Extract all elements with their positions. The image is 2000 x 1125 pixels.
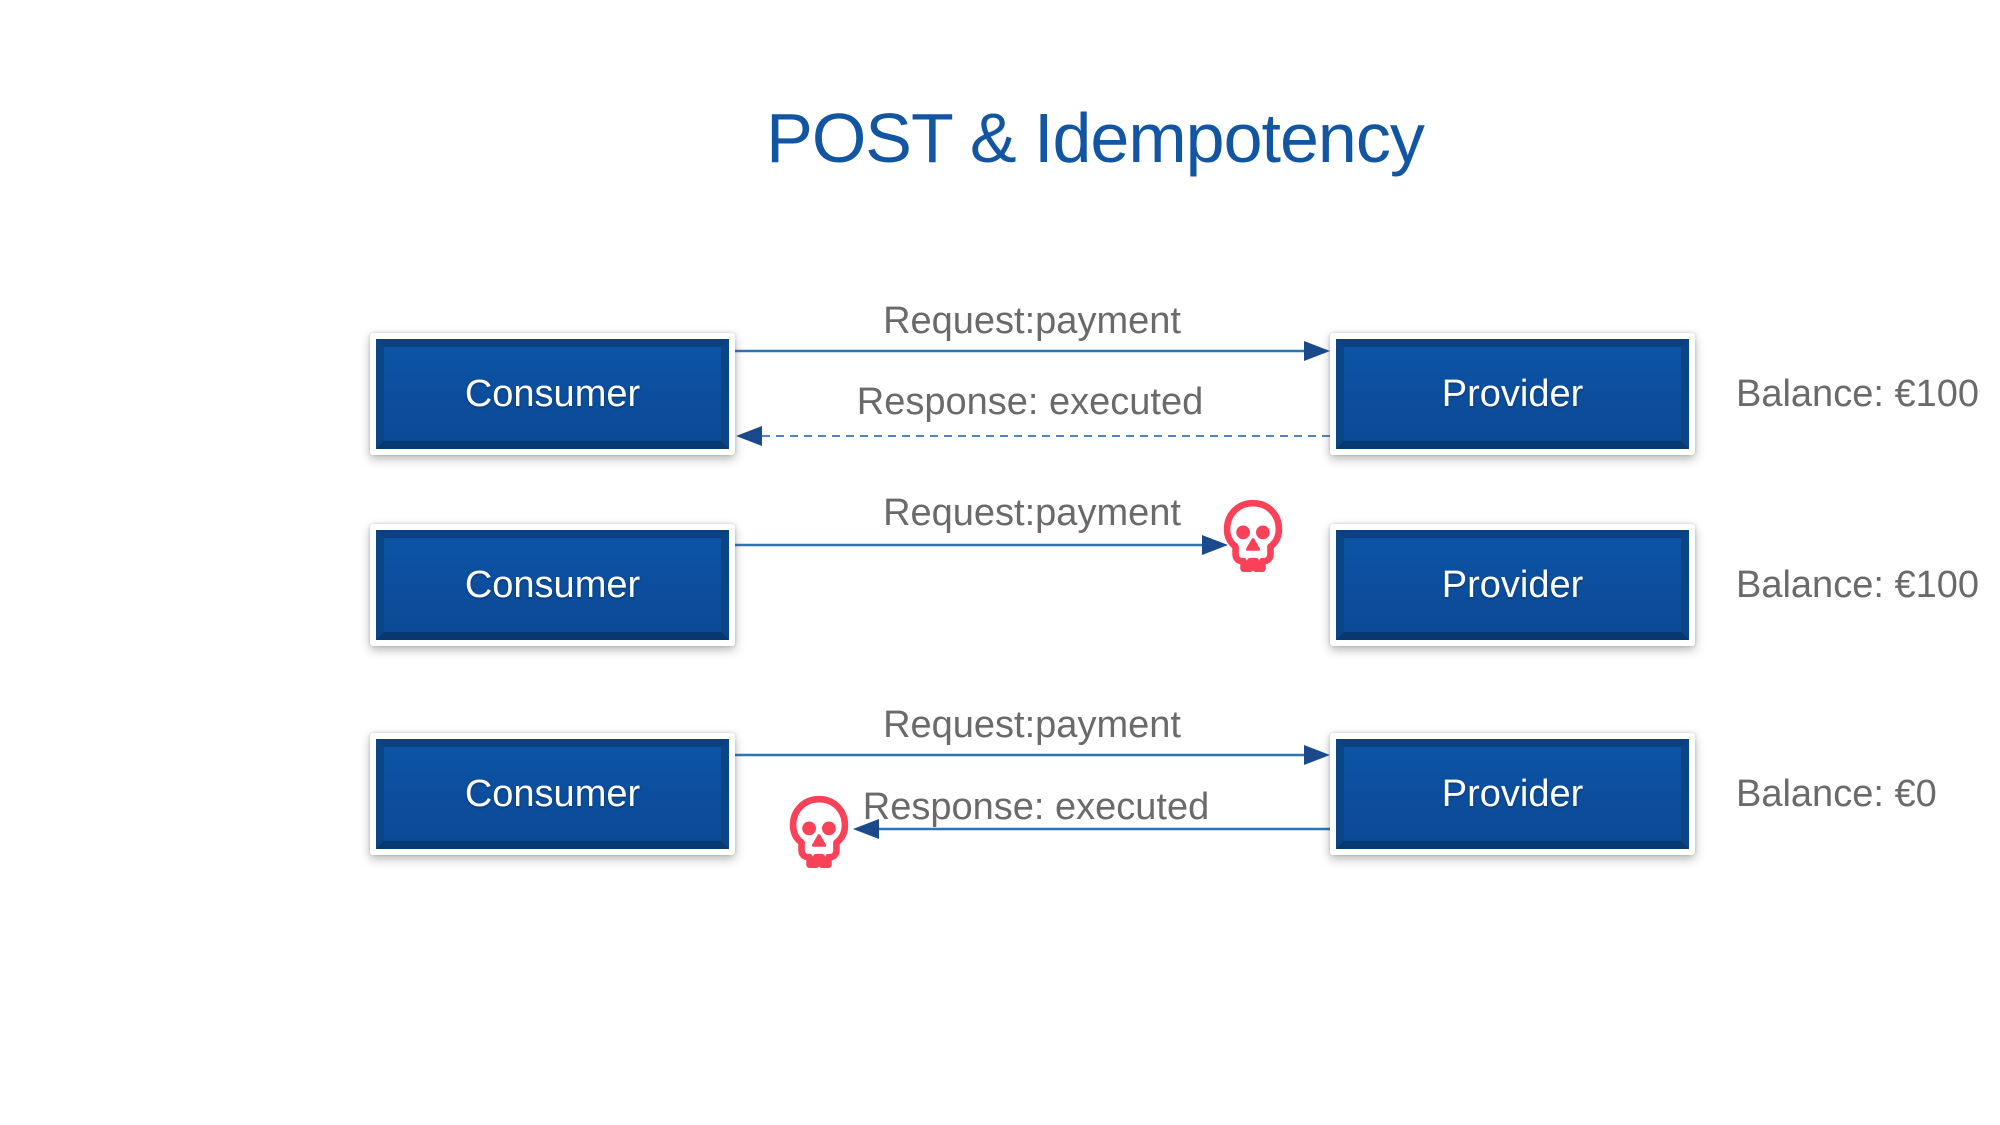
arrow-head-right-icon: [1202, 535, 1228, 555]
arrow-head-right-icon: [1304, 341, 1330, 361]
arrow-head-left-icon: [853, 819, 879, 839]
arrow-head-right-icon: [1304, 745, 1330, 765]
arrow-head-left-icon: [736, 426, 762, 446]
slide-title: POST & Idempotency: [766, 99, 1425, 177]
